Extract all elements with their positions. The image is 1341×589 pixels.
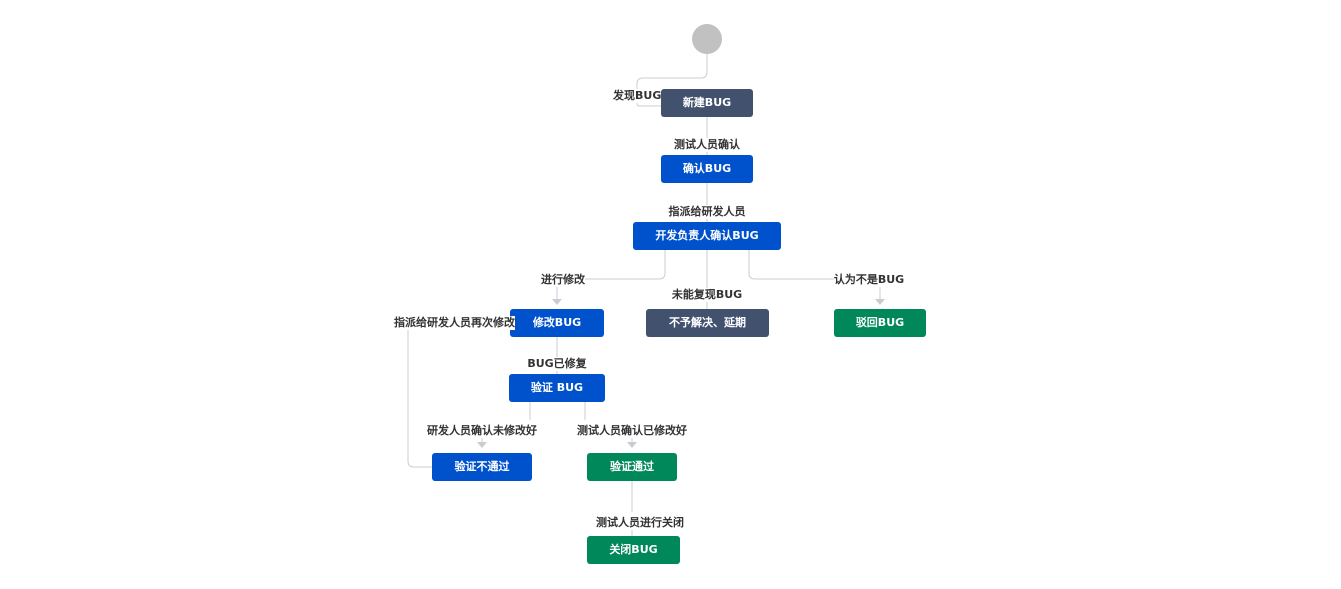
transition-label-not-reproduced[interactable]: 未能复现BUG	[671, 288, 743, 302]
transition-label-assign-dev[interactable]: 指派给研发人员	[668, 205, 746, 219]
status-fixing-bug[interactable]: 修改BUG	[510, 309, 604, 337]
arrowhead-failed	[477, 442, 487, 448]
transition-label-tester-close[interactable]: 测试人员进行关闭	[596, 516, 684, 530]
connector-failed-to-fixing	[407, 322, 511, 468]
status-verify-failed[interactable]: 验证不通过	[432, 453, 532, 481]
transition-label-tester-confirm-fixed[interactable]: 测试人员确认已修改好	[577, 424, 687, 438]
status-dev-lead-confirm-bug[interactable]: 开发负责人确认BUG	[633, 222, 781, 250]
connector-start-to-new	[636, 54, 708, 107]
transition-label-bug-fixed[interactable]: BUG已修复	[527, 357, 587, 371]
arrowhead-rejected	[875, 299, 885, 305]
status-verify-bug[interactable]: 验证 BUG	[509, 374, 605, 402]
transition-label-tester-confirm[interactable]: 测试人员确认	[674, 138, 740, 152]
start-node[interactable]	[692, 24, 722, 54]
transition-label-start-fix[interactable]: 进行修改	[541, 273, 585, 287]
status-closed-bug[interactable]: 关闭BUG	[587, 536, 680, 564]
transition-label-dev-confirm-not-fixed[interactable]: 研发人员确认未修改好	[427, 424, 537, 438]
transition-label-found-bug[interactable]: 发现BUG	[613, 89, 662, 103]
transition-label-not-a-bug[interactable]: 认为不是BUG	[833, 273, 905, 287]
status-new-bug[interactable]: 新建BUG	[661, 89, 753, 117]
status-rejected-bug[interactable]: 驳回BUG	[834, 309, 926, 337]
status-deferred[interactable]: 不予解决、延期	[646, 309, 769, 337]
arrowhead-passed	[627, 442, 637, 448]
status-verify-passed[interactable]: 验证通过	[587, 453, 677, 481]
transition-label-reassign-fix[interactable]: 指派给研发人员再次修改	[394, 316, 515, 330]
arrowhead-fixing	[552, 299, 562, 305]
status-confirmed-bug[interactable]: 确认BUG	[661, 155, 753, 183]
